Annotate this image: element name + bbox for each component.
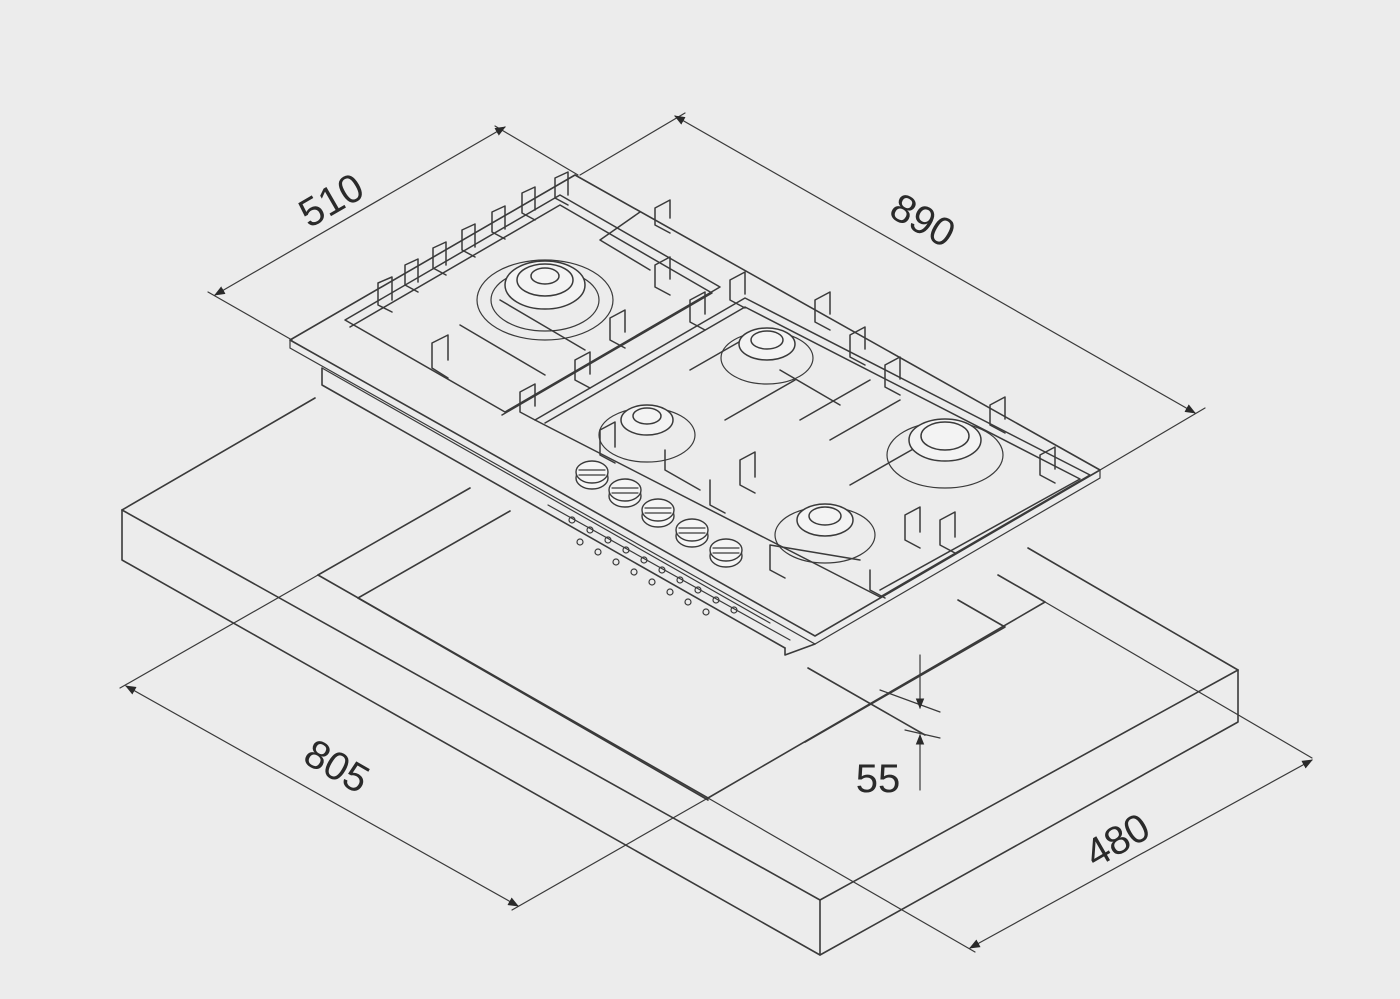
dimension-arrow-cutout-depth <box>969 759 1313 949</box>
dimension-arrow-width <box>674 115 1196 414</box>
knob-3 <box>641 498 675 528</box>
knob-1 <box>575 460 609 490</box>
burner-middle <box>598 404 696 463</box>
label-cutout-width: 805 <box>297 731 377 802</box>
label-width: 890 <box>883 185 963 256</box>
label-height: 55 <box>856 757 901 801</box>
control-holes <box>568 516 738 616</box>
knob-4 <box>675 518 709 548</box>
cooktop <box>289 171 1101 656</box>
label-depth: 510 <box>292 165 372 236</box>
burner-large <box>476 259 614 341</box>
knob-2 <box>608 478 642 508</box>
pan-supports <box>344 171 1091 599</box>
dimension-lines <box>119 112 1313 953</box>
dimension-arrow-depth <box>214 126 506 296</box>
countertop <box>121 397 1239 956</box>
dimension-arrow-cutout-width <box>125 685 519 907</box>
burner-top-right <box>720 327 814 385</box>
burner-wok <box>886 418 1004 489</box>
control-knobs <box>575 460 743 568</box>
burner-front <box>774 503 876 564</box>
knob-5 <box>709 538 743 568</box>
label-cutout-depth: 480 <box>1078 805 1158 876</box>
